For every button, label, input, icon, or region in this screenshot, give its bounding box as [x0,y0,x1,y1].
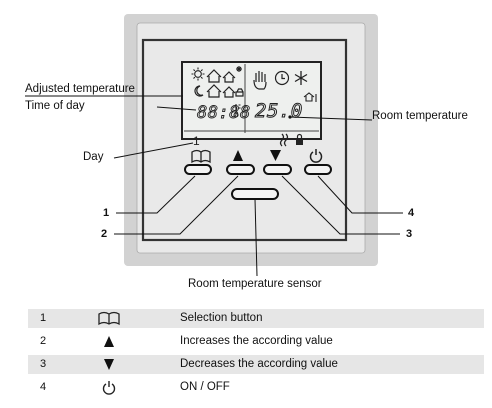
clock-icon [274,70,290,86]
book-icon [98,311,120,326]
sun-icon [191,67,205,81]
room-temperature-leader [289,116,373,121]
lcd-time-readout: 88:88 [197,103,251,123]
time-of-day-label: Time of day [25,100,85,112]
day-label: Day [83,151,104,163]
legend-text: Selection button [180,312,263,324]
legend-row: 3 Decreases the according value [28,355,484,374]
decrease-button[interactable] [263,164,292,175]
room-temperature-label: Room temperature [372,110,468,122]
house-car-icon [222,86,244,98]
hand-icon [253,71,267,90]
callout-number-3: 3 [406,228,413,240]
house-icon-2 [206,84,222,98]
increase-button[interactable] [226,164,255,175]
power-icon [309,149,323,163]
callout-3-leader [281,175,400,235]
room-temperature-sensor [231,188,279,200]
legend-number: 4 [40,381,47,393]
callout-number-2: 2 [101,228,108,240]
selection-button[interactable] [184,164,212,175]
power-icon [102,381,116,395]
heating-icon [279,133,289,147]
power-button[interactable] [304,164,332,175]
lcd-screen [181,61,322,140]
time-of-day-leader [156,106,197,111]
house-icon [206,69,222,83]
thermometer-icon [233,104,241,118]
house-heat-icon [303,92,317,102]
legend-row: 1 Selection button [28,309,484,328]
adjusted-temperature-label: Adjusted temperature [25,83,135,95]
book-icon [191,149,211,164]
thermostat-diagram: 88:88 1 25.0 [25,14,403,277]
legend-row: 4 ON / OFF [28,378,484,397]
down-triangle-icon [104,359,114,370]
day-leader [113,142,194,159]
snowflake-icon [294,71,308,85]
lcd-day-digit: 1 [193,134,200,148]
legend-number: 1 [40,312,47,324]
legend-number: 2 [40,335,47,347]
legend-number: 3 [40,358,47,370]
legend-text: ON / OFF [180,381,230,393]
callout-1-leader [116,175,196,214]
legend-text: Decreases the according value [180,358,338,370]
moon-icon [194,85,204,97]
room-temperature-leader-dot [288,115,292,119]
house-snowflake-icon [222,66,242,83]
callout-2-leader [114,175,239,235]
lock-icon [296,133,303,145]
legend-text: Increases the according value [180,335,333,347]
callout-4-leader [317,175,403,214]
callout-number-4: 4 [408,207,415,219]
up-triangle-icon [233,150,243,161]
up-triangle-icon [104,336,114,347]
down-triangle-icon [270,150,281,161]
room-temperature-sensor-label: Room temperature sensor [188,278,322,290]
callout-number-1: 1 [103,207,110,219]
sensor-leader [254,198,258,277]
legend-row: 2 Increases the according value [28,332,484,351]
lcd-temperature-readout: 25.0 [255,100,303,122]
